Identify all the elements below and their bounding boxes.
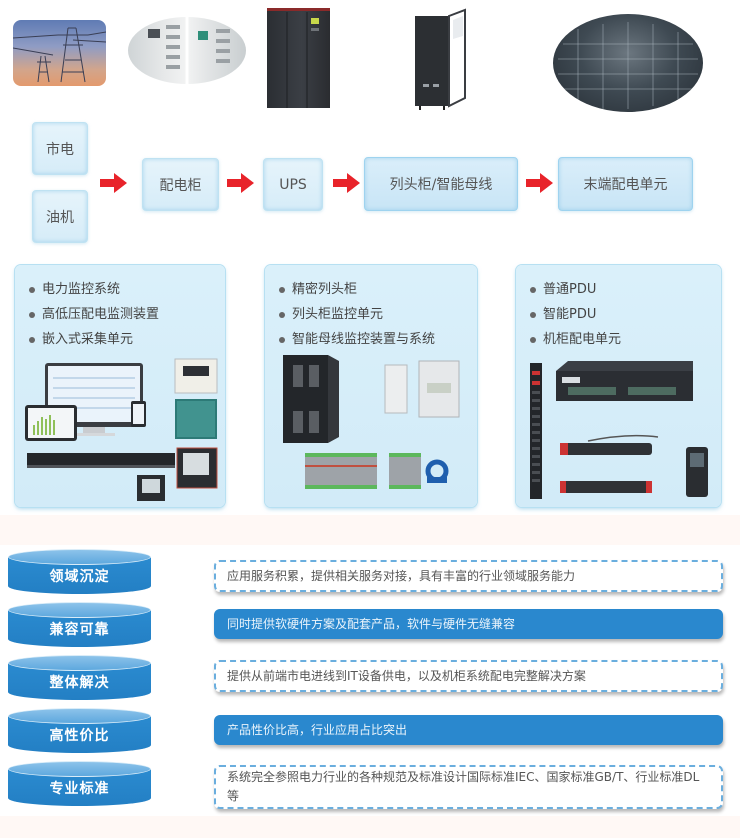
product-list: 精密列头柜 列头柜监控单元 智能母线监控装置与系统	[279, 277, 435, 352]
flow-step-label: UPS	[279, 176, 307, 193]
bullet-icon	[530, 286, 536, 293]
data-center-racks-image	[553, 14, 703, 112]
flow-step-label: 末端配电单元	[583, 177, 668, 193]
product-list: 电力监控系统 高低压配电监测装置 嵌入式采集单元	[29, 277, 159, 352]
pdu-devices-image	[530, 361, 708, 499]
feature-title: 专业标准	[49, 781, 110, 797]
product-list-item: 机柜配电单元	[530, 327, 621, 352]
feature-description: 系统完全参照电力行业的各种规范及标准设计国际标准IEC、国家标准GB/T、行业标…	[214, 765, 723, 809]
feature-title: 领域沉淀	[49, 569, 110, 585]
transmission-tower-image	[13, 20, 106, 86]
flow-step-distribution-cabinet: 配电柜	[142, 158, 219, 211]
flow-arrow-icon	[100, 173, 127, 193]
product-list-item: 智能PDU	[530, 302, 621, 327]
flow-source-generator-label: 油机	[46, 209, 74, 226]
product-panel-column-head: 精密列头柜 列头柜监控单元 智能母线监控装置与系统	[265, 265, 477, 507]
monitoring-devices-image	[25, 358, 218, 501]
feature-cylinder-total-solution: 整体解决	[8, 655, 151, 702]
flow-step-label: 列头柜/智能母线	[389, 177, 493, 193]
feature-title: 兼容可靠	[49, 622, 110, 638]
bullet-icon	[530, 311, 536, 318]
bullet-icon	[279, 336, 285, 343]
bullet-icon	[29, 311, 35, 318]
product-list: 普通PDU 智能PDU 机柜配电单元	[530, 277, 621, 352]
feature-description: 提供从前端市电进线到IT设备供电，以及机柜系统配电完整解决方案	[214, 660, 723, 692]
feature-cylinder-cost-performance: 高性价比	[8, 708, 151, 755]
product-list-item: 普通PDU	[530, 277, 621, 302]
equipment-image-row	[0, 0, 740, 115]
product-list-item: 精密列头柜	[279, 277, 435, 302]
flow-source-mains: 市电	[32, 122, 88, 175]
column-head-cabinet-image	[413, 6, 467, 111]
column-head-devices-image	[283, 355, 460, 489]
feature-cylinder-compatibility: 兼容可靠	[8, 602, 151, 649]
product-panel-pdu: 普通PDU 智能PDU 机柜配电单元	[516, 265, 721, 507]
bullet-icon	[279, 286, 285, 293]
product-list-item: 列头柜监控单元	[279, 302, 435, 327]
feature-cylinder-domain-expertise: 领域沉淀	[8, 549, 151, 596]
bullet-icon	[29, 286, 35, 293]
flow-arrow-icon	[333, 173, 360, 193]
flow-step-terminal-distribution: 末端配电单元	[558, 157, 693, 211]
flow-step-label: 配电柜	[159, 177, 202, 194]
feature-description: 应用服务积累，提供相关服务对接，具有丰富的行业领域服务能力	[214, 560, 723, 592]
bullet-icon	[530, 336, 536, 343]
section-divider	[0, 515, 740, 545]
flow-source-mains-label: 市电	[46, 141, 74, 158]
flow-step-ups: UPS	[263, 158, 323, 211]
feature-description: 产品性价比高，行业应用占比突出	[214, 715, 723, 745]
flow-arrow-icon	[227, 173, 254, 193]
feature-description: 同时提供软硬件方案及配套产品，软件与硬件无缝兼容	[214, 609, 723, 639]
feature-cylinder-professional-standards: 专业标准	[8, 761, 151, 808]
distribution-panel-image	[128, 17, 246, 84]
flow-step-column-head-busway: 列头柜/智能母线	[364, 157, 518, 211]
product-list-item: 电力监控系统	[29, 277, 159, 302]
product-list-item: 嵌入式采集单元	[29, 327, 159, 352]
ups-cabinet-image	[267, 8, 330, 108]
bullet-icon	[279, 311, 285, 318]
feature-title: 整体解决	[49, 675, 110, 691]
flow-source-generator: 油机	[32, 190, 88, 243]
flow-arrow-icon	[526, 173, 553, 193]
feature-title: 高性价比	[49, 728, 110, 744]
product-list-item: 智能母线监控装置与系统	[279, 327, 435, 352]
bullet-icon	[29, 336, 35, 343]
product-panel-power-monitoring: 电力监控系统 高低压配电监测装置 嵌入式采集单元	[15, 265, 225, 507]
bottom-strip	[0, 816, 740, 838]
product-list-item: 高低压配电监测装置	[29, 302, 159, 327]
